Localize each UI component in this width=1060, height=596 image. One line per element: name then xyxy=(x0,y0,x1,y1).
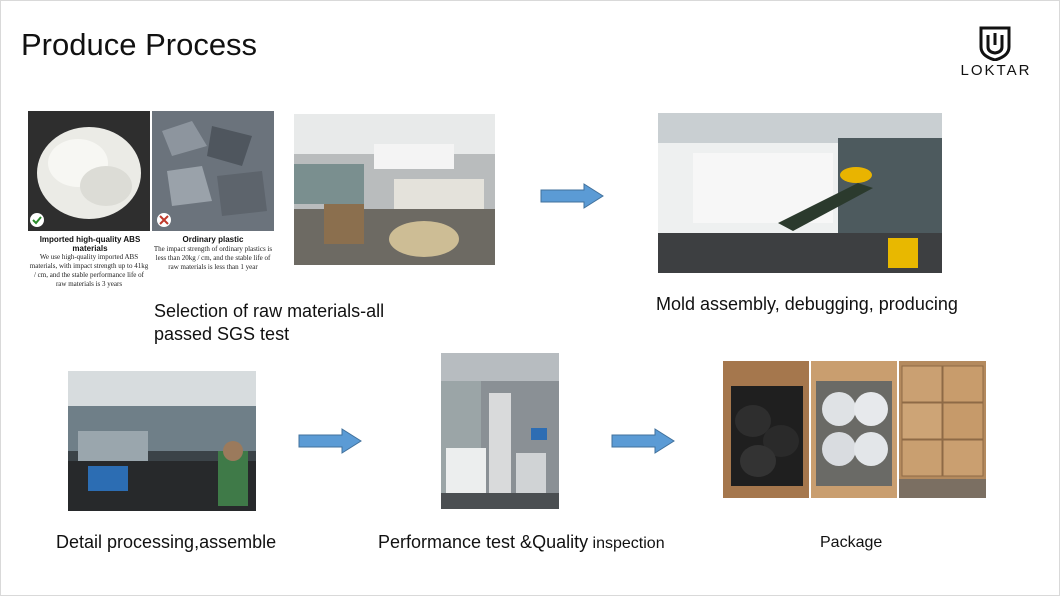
ordinary-plastic-title: Ordinary plastic xyxy=(182,235,244,244)
arrow-right-icon xyxy=(298,428,362,454)
ordinary-plastic-description: The impact strength of ordinary plastics… xyxy=(153,245,273,271)
step4-caption-main: Performance test &Quality xyxy=(378,532,589,552)
step5-caption: Package xyxy=(820,534,883,551)
abs-material-title: Imported high-quality ABS materials xyxy=(39,235,141,253)
abs-material-description: We use high-quality imported ABS materia… xyxy=(29,253,149,288)
step3-caption: Detail processing,assemble xyxy=(56,532,277,552)
arrow-right-icon xyxy=(540,183,604,209)
packaged-box-photo xyxy=(723,361,809,498)
abs-pellets-photo xyxy=(28,111,150,231)
raw-material-warehouse-photo xyxy=(294,114,495,265)
ordinary-plastic-photo xyxy=(152,111,274,231)
assembly-workshop-photo xyxy=(68,371,256,511)
step1-caption: Selection of raw materials-all passed SG… xyxy=(154,300,454,346)
step4-caption-tail: inspection xyxy=(588,535,665,552)
slide-title: Produce Process xyxy=(21,27,258,62)
loktar-logo: LOKTAR xyxy=(953,25,1039,85)
arrow-right-icon xyxy=(611,428,675,454)
shield-logo-icon xyxy=(979,26,1011,61)
injection-molding-photo xyxy=(658,113,942,273)
logo-wordmark: LOKTAR xyxy=(960,62,1032,79)
step1-caption-line1: Selection of raw materials-all xyxy=(154,301,385,321)
wrapped-helmets-photo xyxy=(811,361,897,498)
step2-caption: Mold assembly, debugging, producing xyxy=(656,294,958,314)
step4-caption: Performance test &Quality inspection xyxy=(378,531,718,555)
step1-caption-line2: passed SGS test xyxy=(154,324,290,344)
raw-materials-comparison-image: Imported high-quality ABS materials We u… xyxy=(28,111,274,291)
performance-test-lab-photo xyxy=(441,353,559,509)
stacked-cartons-photo xyxy=(899,361,986,498)
